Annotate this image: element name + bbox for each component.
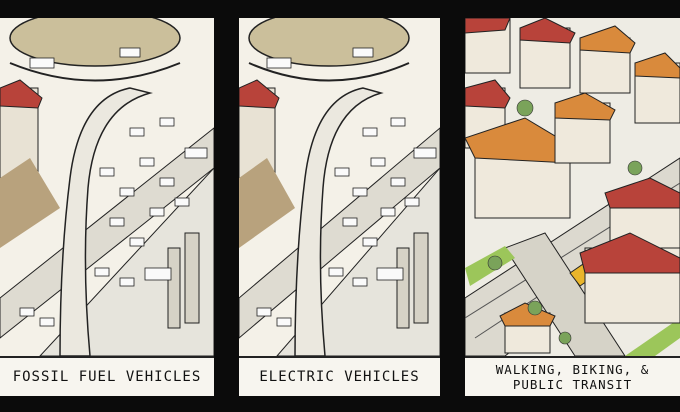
fossil-highway-illustration [0,18,214,358]
caption-transit-line2: PUBLIC TRANSIT [512,377,633,392]
electric-highway-illustration [239,18,440,358]
panel-transit: WALKING, BIKING, & PUBLIC TRANSIT [465,18,680,396]
caption-electric: ELECTRIC VEHICLES [259,368,420,385]
caption-transit-line1: WALKING, BIKING, & [495,362,650,377]
caption-transit: WALKING, BIKING, & PUBLIC TRANSIT [465,358,680,396]
transit-town-illustration [465,18,680,358]
panel-fossil-fuel: FOSSIL FUEL VEHICLES [0,18,214,396]
caption-fossil-fuel: FOSSIL FUEL VEHICLES [12,368,202,385]
panel-electric: ELECTRIC VEHICLES [239,18,440,396]
